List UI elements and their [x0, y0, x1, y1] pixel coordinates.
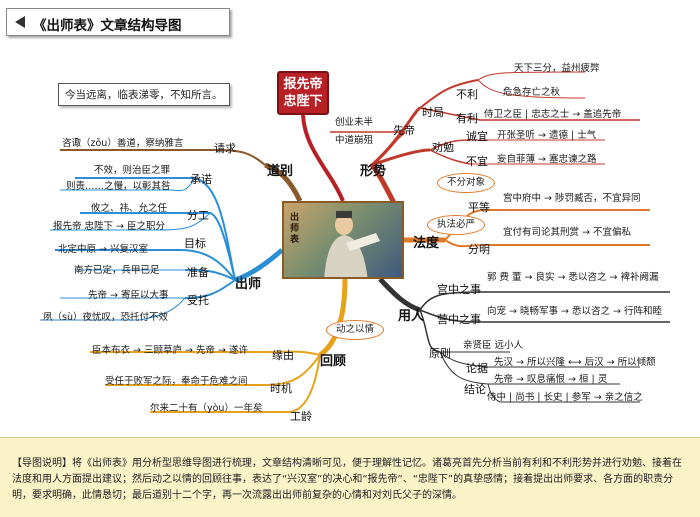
xingshi-chuangye: 创业未半: [335, 117, 374, 128]
title-bar: 《出师表》文章结构导图: [6, 8, 230, 36]
fadu-bufen: 不分对象: [446, 177, 485, 188]
chushi-baoxiandi: 报先帝 忠陛下 → 臣之职分: [53, 221, 166, 232]
mind-map-connectors: [40, 71, 670, 413]
huigu-ershi: 尔来二十有（yòu）一年矣: [150, 403, 263, 414]
chushi-xiandi: 先帝 → 寄臣以大事: [88, 290, 169, 301]
yongren-gongzhong: 宫中之事: [437, 283, 481, 296]
quote-box: 今当远离，临表涕零，不知所言。: [58, 83, 230, 106]
xingshi-zhongdao: 中道崩殂: [335, 135, 374, 146]
yongren-jielun: 结论: [464, 383, 486, 396]
xingshi-shiwei: 侍卫之臣 | 忠志之士 → 盖追先帝: [484, 109, 622, 120]
figure-silhouette: [324, 211, 380, 277]
huigu-shiji: 时机: [270, 382, 292, 395]
fadu-gongfu: 宫中府中 → 陟罚臧否，不宜异同: [503, 193, 641, 204]
xingshi-chengyi: 诚宜: [466, 130, 488, 143]
branch-huigu[interactable]: 回顾: [320, 354, 347, 369]
title-arrow-icon: [15, 16, 25, 28]
huigu-dongyi-oval: 动之以情: [326, 320, 384, 340]
xingshi-wangzi: 妄自菲薄 → 塞忠谏之路: [497, 154, 597, 165]
fadu-yiyou: 宜付有司论其刑赏 → 不宜偏私: [503, 227, 631, 238]
fadu-fenming: 分明: [468, 243, 490, 256]
chushi-shoutuo: 受托: [187, 294, 209, 307]
connector-huigu: [318, 278, 348, 358]
chushi-nanfang: 南方已定，兵甲已足: [74, 265, 160, 276]
xingshi-buli: 不利: [456, 88, 478, 101]
yongren-yuanze: 原则: [429, 347, 451, 360]
chushi-mubiao: 目标: [184, 237, 206, 250]
connector-root: [301, 114, 345, 202]
branch-yongren[interactable]: 用人: [398, 309, 425, 324]
huigu-chenben: 臣本布衣 → 三顾草庐 → 先帝 → 遂许: [92, 345, 248, 356]
footer-explanation: 【导图说明】将《出师表》用分析型思维导图进行梳理，文章结构清晰可见，便于理解性记…: [0, 437, 700, 517]
chushi-suye: 夙（sù）夜忧叹，恐托付不效: [43, 312, 168, 323]
yongren-qinxian: 亲贤臣 远小人: [463, 340, 524, 351]
huigu-gongling: 工龄: [290, 410, 312, 423]
xingshi-buyi: 不宜: [466, 155, 488, 168]
connector-yongren: [378, 277, 421, 313]
yongren-xianhan: 先汉 → 所以兴隆 ⟷ 后汉 → 所以倾颓: [494, 357, 656, 368]
xingshi-tianxia: 天下三分，益州疲弊: [514, 63, 600, 74]
page-title: 《出师表》文章结构导图: [33, 18, 182, 34]
chushi-buxiao: 不效，则治臣之罪: [94, 165, 171, 176]
xingshi-shiju: 时局: [422, 106, 444, 119]
chushi-zegui: 则责……之慢，以彰其咎: [66, 181, 171, 192]
branch-xingshi[interactable]: 形势: [360, 164, 387, 179]
chushi-chengnuo: 承诺: [190, 173, 212, 186]
footer-text: 【导图说明】将《出师表》用分析型思维导图进行梳理，文章结构清晰可见，便于理解性记…: [12, 458, 682, 501]
root-text: 报先帝 忠陛下: [283, 77, 323, 109]
fadu-bufen-oval: 不分对象: [437, 173, 495, 193]
yongren-shizhong: 侍中 | 尚书 | 长史 | 参军 → 亲之信之: [487, 392, 643, 403]
root-node[interactable]: 报先帝 忠陛下: [277, 71, 329, 115]
huigu-yuanyou: 缘由: [272, 349, 294, 362]
yongren-xiandi: 先帝 → 叹息痛恨 → 桓 | 灵: [494, 374, 608, 385]
xingshi-youli: 有利: [456, 112, 478, 125]
portrait-label: 出师表: [290, 213, 300, 245]
branch-chushi[interactable]: 出师: [235, 277, 262, 292]
connector-chushi: [234, 248, 284, 283]
yongren-guofei: 郭 费 董 → 良实 → 悉以咨之 → 裨补阙漏: [487, 272, 659, 283]
daobie-qingqiu: 请求: [214, 142, 236, 155]
yongren-xiangchong: 向宠 → 晓畅军事 → 悉以咨之 → 行阵和睦: [487, 306, 662, 317]
yongren-lunju: 论据: [466, 362, 488, 375]
xingshi-kaizhang: 开张圣听 → 遗德 | 士气: [497, 130, 597, 141]
branch-fadu[interactable]: 法度: [413, 236, 440, 251]
daobie-zixun: 咨诹（zōu）善道，察纳雅言: [62, 138, 184, 149]
huigu-shouren: 受任于败军之际，奉命于危难之间: [105, 376, 248, 387]
xingshi-xiandi: 先帝: [393, 124, 415, 137]
xingshi-weiji: 危急存亡之秋: [503, 87, 561, 98]
yongren-yingzhong: 营中之事: [437, 313, 481, 326]
chushi-beiding: 北定中原 → 兴复汉室: [58, 244, 148, 255]
chushi-you: 攸之、祎、允之任: [91, 203, 168, 214]
huigu-dongyi: 动之以情: [335, 324, 374, 335]
mind-map: 《出师表》文章结构导图 报先帝 忠陛下 今当远离，临表涕零，不知所言。 出师表 …: [6, 8, 670, 423]
xingshi-quanjian: 劝勉: [432, 141, 454, 154]
chushi-zhunbei: 准备: [187, 266, 209, 279]
portrait-image: 出师表: [282, 201, 404, 279]
connector-daobie: [264, 162, 303, 203]
fadu-pingdeng: 平等: [468, 201, 490, 214]
fadu-zhifa: 执法必严: [436, 219, 475, 230]
chushi-fengong: 分工: [187, 209, 209, 222]
branch-daobie[interactable]: 道别: [267, 164, 294, 179]
fadu-zhifa-oval: 执法必严: [427, 215, 485, 235]
